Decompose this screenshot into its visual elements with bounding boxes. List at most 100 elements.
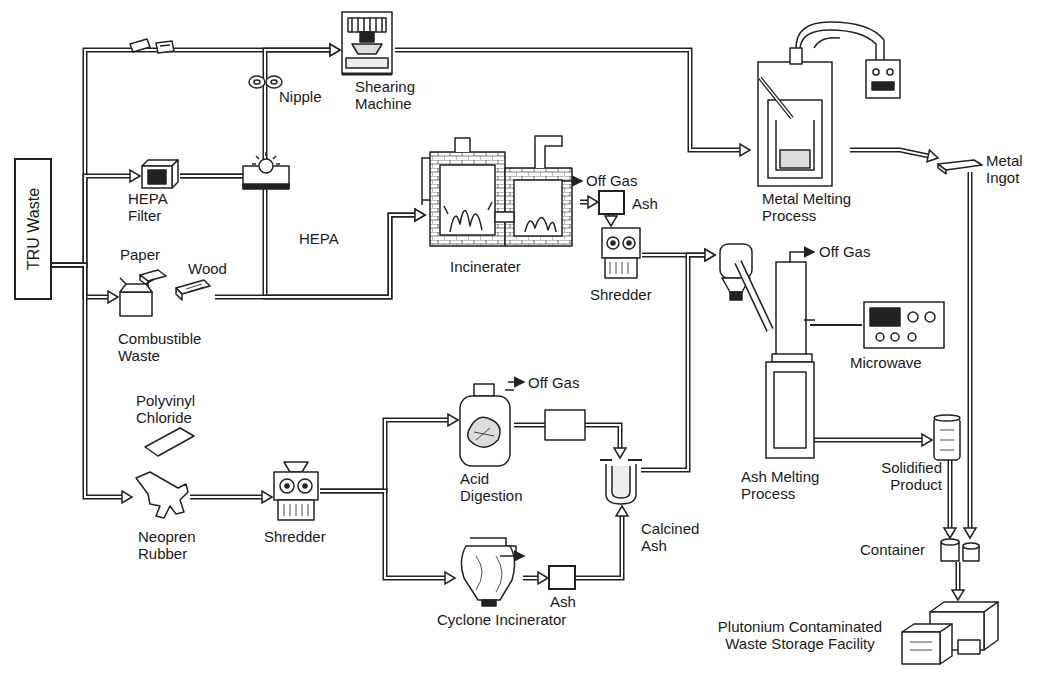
process-vessel bbox=[545, 410, 585, 440]
process-node: Polyvinyl Chloride bbox=[140, 426, 196, 458]
hepa-filter bbox=[142, 160, 178, 188]
metal-melting-furnace bbox=[758, 22, 900, 186]
off-gas-arrow bbox=[508, 381, 524, 383]
pvc-sheet bbox=[145, 428, 194, 456]
node-label: Polyvinyl Chloride bbox=[136, 392, 220, 426]
microwave-generator bbox=[864, 302, 944, 348]
arrow-head bbox=[705, 249, 715, 261]
solidified-product bbox=[934, 415, 960, 460]
node-label: Wood bbox=[188, 260, 238, 277]
flow-arrow bbox=[810, 325, 862, 326]
node-label: Shearing Machine bbox=[355, 78, 445, 112]
process-node: Shredder bbox=[600, 226, 642, 280]
process-node: Cyclone Incinerator bbox=[455, 534, 523, 606]
flow-arrow bbox=[180, 44, 340, 176]
node-label: Combustible Waste bbox=[118, 330, 228, 364]
arrow-head bbox=[445, 572, 455, 584]
node-label: Microwave bbox=[850, 354, 950, 371]
arrow-head bbox=[740, 144, 750, 156]
arrow-head bbox=[605, 216, 617, 226]
waste-container bbox=[941, 539, 979, 561]
node-label: Nipple bbox=[279, 88, 339, 105]
flow-arrow bbox=[395, 50, 750, 156]
flow-arrow bbox=[320, 414, 458, 491]
node-label: Metal Ingot bbox=[986, 152, 1036, 186]
arrow-head bbox=[616, 506, 628, 516]
arrow-head bbox=[330, 44, 340, 56]
node-label: Incinerater bbox=[450, 258, 570, 275]
metal-scrap bbox=[130, 39, 174, 53]
flow-arrow bbox=[850, 150, 938, 162]
stream-label: HEPA bbox=[298, 230, 340, 247]
node-label: Calcined Ash bbox=[641, 520, 707, 554]
arrow-head bbox=[538, 572, 548, 584]
arrow-head bbox=[122, 491, 132, 503]
process-node: Shearing Machine bbox=[340, 12, 395, 75]
node-label: Ash Melting Process bbox=[741, 468, 833, 502]
node-label: TRU Waste bbox=[25, 188, 42, 270]
off-gas-label: Off Gas bbox=[527, 374, 580, 391]
node-label: Cyclone Incinerator bbox=[437, 611, 566, 628]
process-node: Container bbox=[938, 538, 983, 562]
node-label: HEPA Filter bbox=[128, 190, 192, 224]
shredder bbox=[274, 462, 318, 520]
arrow-head bbox=[415, 209, 425, 221]
flow-arrow bbox=[580, 196, 598, 208]
flow-arrow bbox=[810, 434, 932, 446]
dismantling-device bbox=[243, 152, 289, 189]
flow-arrow bbox=[320, 491, 455, 584]
flow-arrow bbox=[576, 506, 628, 578]
flow-arrow bbox=[52, 44, 340, 265]
ash-melting-apparatus bbox=[720, 244, 815, 458]
process-node: Nipple bbox=[243, 74, 283, 92]
flow-arrow bbox=[180, 176, 425, 297]
off-gas-arrow bbox=[562, 180, 582, 182]
rubber-glove bbox=[136, 472, 188, 518]
flow-arrow bbox=[952, 562, 964, 600]
arrow-head bbox=[944, 528, 956, 538]
flow-arrow bbox=[641, 249, 715, 470]
node-label: Shredder bbox=[264, 528, 344, 545]
arrow-head bbox=[927, 150, 938, 162]
nipple-part bbox=[249, 76, 282, 88]
process-node: Metal Melting Process bbox=[750, 40, 850, 187]
flow-arrow bbox=[215, 209, 425, 297]
flow-arrow bbox=[944, 460, 956, 538]
process-node: Calcined Ash bbox=[603, 458, 641, 506]
arrow-head bbox=[130, 170, 140, 182]
node-label: Shredder bbox=[590, 286, 670, 303]
arrow-head bbox=[964, 528, 976, 538]
arrow-head bbox=[588, 196, 598, 208]
ash-box: Ash bbox=[548, 565, 576, 590]
process-node: Plutonium Contaminated Waste Storage Fac… bbox=[900, 600, 1000, 666]
process-node: Metal Ingot bbox=[938, 158, 982, 172]
arrow-head bbox=[262, 491, 272, 503]
process-node: Microwave bbox=[862, 300, 947, 350]
node-label: Paper bbox=[120, 246, 180, 263]
node-label: Acid Digestion bbox=[460, 470, 530, 504]
arrow-head bbox=[108, 291, 118, 303]
node-label: Solidified Product bbox=[870, 459, 942, 493]
node-label: Ash bbox=[550, 593, 590, 610]
flow-arrow bbox=[523, 572, 548, 584]
source-box: TRU Waste bbox=[14, 158, 52, 300]
arrow-head bbox=[330, 44, 340, 56]
storage-building bbox=[902, 602, 998, 664]
process-node: Neopren Rubber bbox=[132, 470, 190, 520]
process-node: HEPA Filter bbox=[140, 160, 180, 190]
shredder bbox=[602, 228, 640, 278]
node-label: Neopren Rubber bbox=[138, 528, 222, 562]
incinerator bbox=[422, 136, 572, 246]
node-label: Container bbox=[860, 541, 934, 558]
ash-box: Ash bbox=[598, 190, 625, 215]
arrow-head bbox=[952, 590, 964, 600]
process-node: Incinerater bbox=[425, 132, 580, 250]
arrow-head bbox=[705, 249, 715, 261]
arrow-head bbox=[448, 414, 458, 426]
acid-digestion-vessel bbox=[460, 384, 514, 466]
cyclone-incinerator bbox=[461, 538, 524, 606]
arrow-head bbox=[614, 448, 626, 458]
process-node: Solidified Product bbox=[932, 415, 962, 460]
metal-ingot bbox=[938, 160, 982, 174]
flow-arrow bbox=[190, 491, 272, 503]
